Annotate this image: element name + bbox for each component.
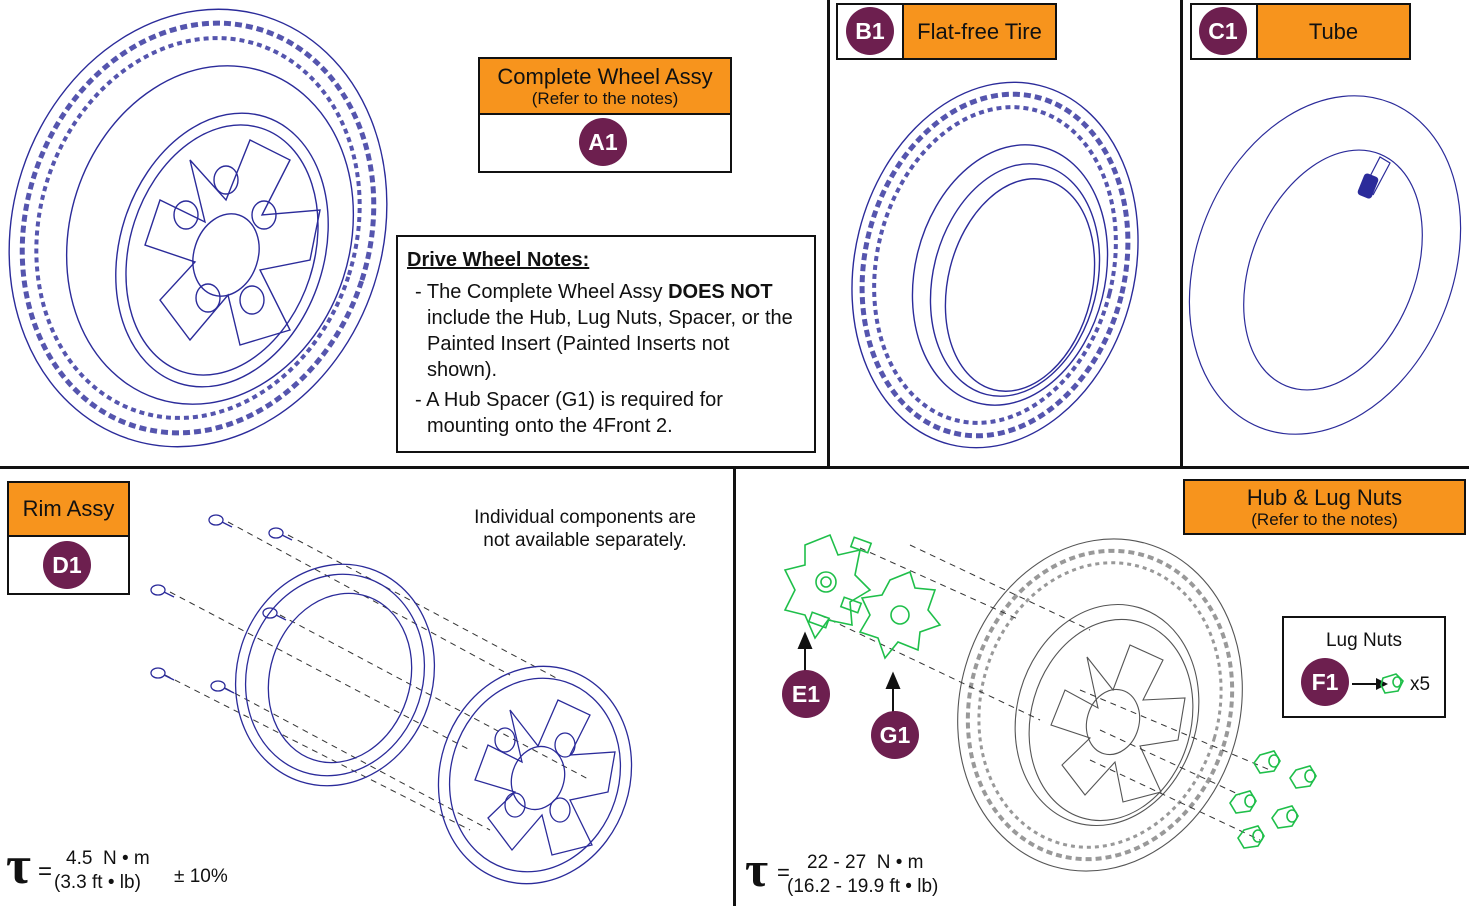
flat-free-tire-label: Flat-free Tire (902, 3, 1057, 60)
lug-nuts-box: Lug Nuts F1 x5 (1282, 616, 1446, 718)
rim-assy-note: Individual components are not available … (440, 506, 730, 552)
badge-g1: G1 (871, 711, 919, 759)
rim-torque-equals: = (38, 858, 53, 885)
rim-assy-note-line2: not available separately. (483, 530, 687, 551)
hub-exploded-parts (783, 533, 1317, 849)
flat-free-tire-title: Flat-free Tire (917, 18, 1042, 44)
hub-torque-symbol: τ (745, 841, 769, 897)
rim-torque-top: 4.5 N • m (66, 848, 150, 869)
badge-c1: C1 (1199, 7, 1247, 55)
rim-torque-bottom: (3.3 ft • lb) (54, 872, 141, 893)
hub-torque-top: 22 - 27 N • m (807, 852, 924, 873)
badge-b1: B1 (846, 7, 894, 55)
complete-wheel-label: Complete Wheel Assy (Refer to the notes) (478, 57, 732, 115)
tube-title: Tube (1308, 18, 1359, 44)
rim-assy-title: Rim Assy (22, 496, 115, 521)
hub-lug-nuts-subtitle: (Refer to the notes) (1251, 509, 1398, 529)
hub-torque-equals: = (777, 860, 790, 885)
complete-wheel-illustration (8, 8, 388, 448)
divider-vertical-top-right (1180, 0, 1183, 467)
rim-assy-label: Rim Assy (7, 481, 130, 537)
divider-vertical-bottom (733, 467, 736, 906)
notes-item-2: - A Hub Spacer (G1) is required for moun… (415, 389, 723, 437)
hub-wheel-illustration (957, 538, 1243, 872)
lug-nuts-title: Lug Nuts (1325, 630, 1403, 651)
badge-d1: D1 (43, 541, 91, 589)
hub-lug-nuts-label: Hub & Lug Nuts (Refer to the notes) (1183, 479, 1466, 535)
lug-nuts-quantity: x5 (1410, 674, 1431, 695)
divider-vertical-top-left (827, 0, 830, 467)
rim-assy-note-line1: Individual components are (474, 507, 696, 528)
hub-torque-spec: τ = 22 - 27 N • m (16.2 - 19.9 ft • lb) (745, 841, 1005, 902)
rim-assy-exploded-illustration (150, 514, 633, 885)
rim-torque-tolerance: ± 10% (174, 866, 228, 887)
hub-lug-nuts-title: Hub & Lug Nuts (1246, 484, 1403, 510)
notes-heading: Drive Wheel Notes: (407, 249, 590, 271)
tube-illustration (1188, 95, 1462, 435)
rim-torque-symbol: τ (6, 835, 31, 895)
complete-wheel-subtitle: (Refer to the notes) (531, 88, 679, 108)
flat-free-tire-illustration (851, 81, 1139, 449)
lug-nut-icon (1380, 673, 1404, 694)
tube-label: Tube (1256, 3, 1411, 60)
rim-torque-spec: τ = 4.5 N • m (3.3 ft • lb) ± 10% (6, 835, 266, 902)
badge-a1: A1 (579, 118, 627, 166)
notes-item-1: - The Complete Wheel Assy DOES NOT inclu… (415, 281, 793, 381)
hub-torque-bottom: (16.2 - 19.9 ft • lb) (787, 876, 939, 897)
complete-wheel-title: Complete Wheel Assy (497, 63, 713, 89)
drive-wheel-notes: Drive Wheel Notes: - The Complete Wheel … (396, 235, 816, 453)
badge-e1: E1 (782, 670, 830, 718)
badge-f1: F1 (1301, 658, 1349, 706)
